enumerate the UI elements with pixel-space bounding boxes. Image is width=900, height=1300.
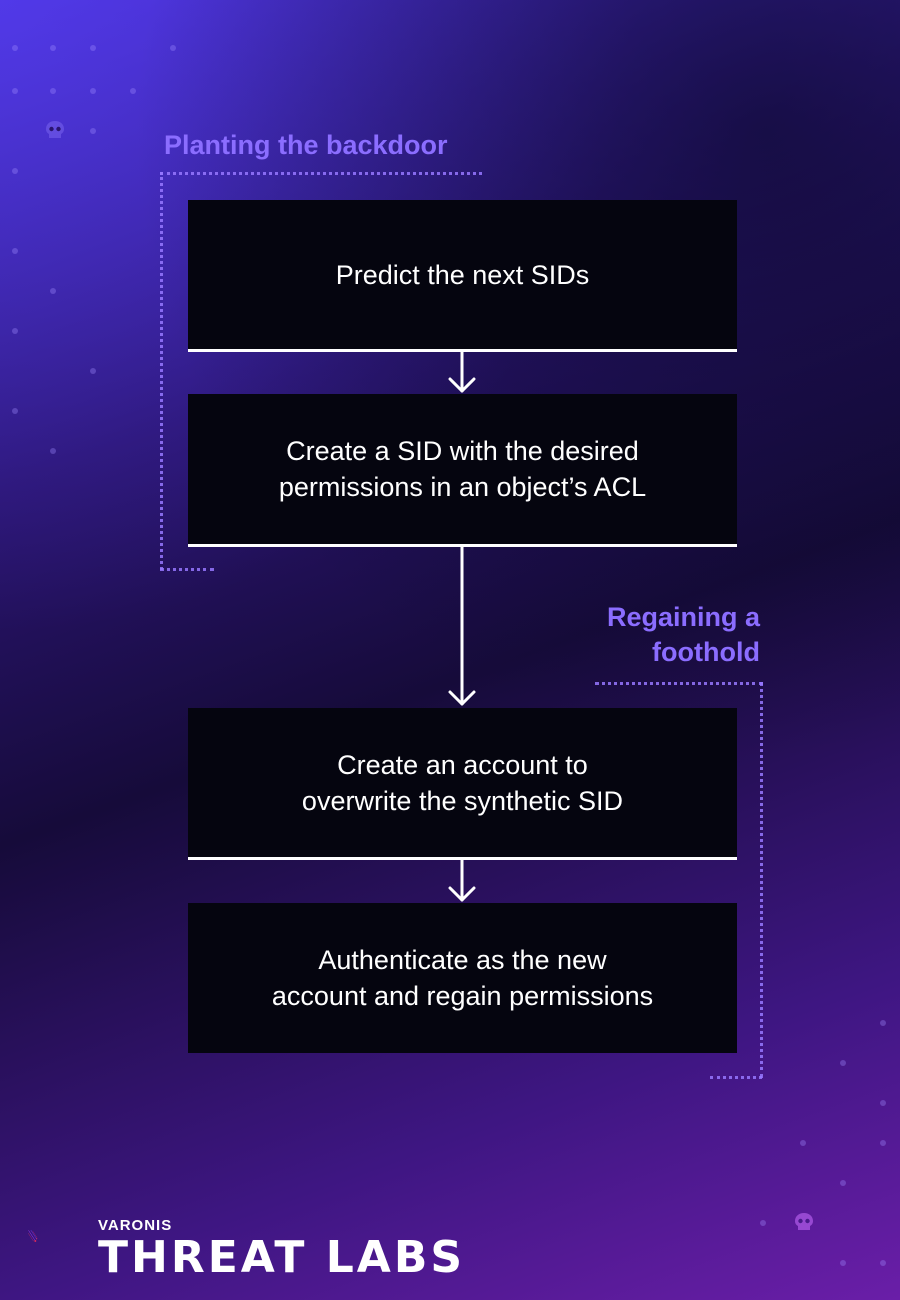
bracket-planting-left — [160, 172, 163, 570]
step-text: Create a SID with the desired permission… — [278, 436, 647, 502]
decor-dot — [12, 45, 18, 51]
decor-dot — [12, 328, 18, 334]
step-box-create-sid: Create a SID with the desired permission… — [188, 394, 737, 547]
step-text: Predict the next SIDs — [335, 259, 590, 290]
section-label-regaining: Regaining a foothold — [606, 602, 760, 667]
step-box-create-account: Create an account to overwrite the synth… — [188, 708, 737, 860]
bracket-regaining-right — [760, 682, 763, 1078]
skull-icon — [46, 121, 64, 138]
decor-dot — [50, 45, 56, 51]
meteor-icon — [28, 1229, 38, 1242]
decor-dot — [880, 1140, 886, 1146]
decor-dot — [130, 88, 136, 94]
decor-dot — [840, 1060, 846, 1066]
decor-dot — [880, 1260, 886, 1266]
decor-dot — [840, 1260, 846, 1266]
decor-dot — [90, 45, 96, 51]
bracket-planting-bottom — [160, 568, 214, 571]
decor-dot — [50, 288, 56, 294]
decor-dot — [12, 168, 18, 174]
logo-name: THREAT LABS — [98, 1232, 466, 1283]
decor-dot — [90, 88, 96, 94]
step-text: Create an account to overwrite the synth… — [301, 749, 624, 816]
decor-dot — [90, 368, 96, 374]
decor-dot — [90, 128, 96, 134]
decor-dot — [12, 408, 18, 414]
decor-dot — [170, 45, 176, 51]
bracket-regaining-top — [595, 682, 763, 685]
decor-dot — [880, 1100, 886, 1106]
decor-dot — [840, 1180, 846, 1186]
decor-dot — [12, 88, 18, 94]
step-text: Authenticate as the new account and rega… — [271, 945, 654, 1011]
decor-dot — [50, 88, 56, 94]
decor-dot — [800, 1140, 806, 1146]
step-box-authenticate: Authenticate as the new account and rega… — [188, 903, 737, 1053]
decor-dot — [12, 248, 18, 254]
decor-dot — [880, 1020, 886, 1026]
bracket-regaining-bottom — [710, 1076, 762, 1079]
decor-dot — [760, 1220, 766, 1226]
decor-dot — [50, 448, 56, 454]
logo-brand: VARONIS — [98, 1217, 173, 1234]
bracket-planting-top — [160, 172, 482, 175]
skull-icon — [795, 1213, 813, 1230]
section-label-planting: Planting the backdoor — [164, 130, 448, 160]
step-box-predict: Predict the next SIDs — [188, 200, 737, 352]
